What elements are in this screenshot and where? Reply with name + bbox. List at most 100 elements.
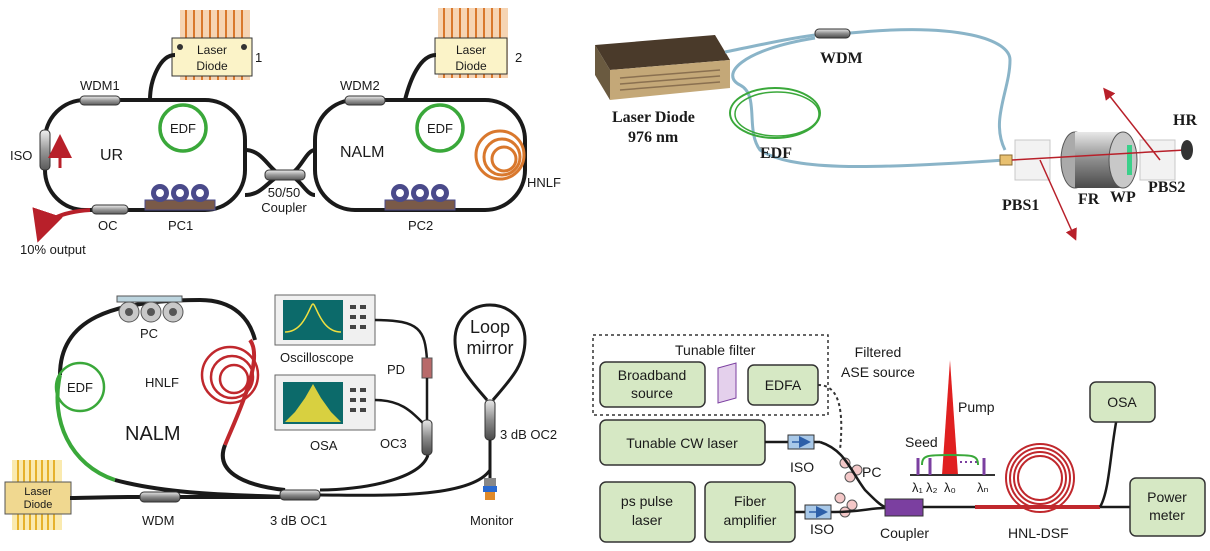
pc-d-label: PC: [862, 464, 881, 480]
laser-diode-c: [4, 460, 72, 530]
laser-diode-2-number: 2: [515, 50, 522, 65]
oc3-body: [421, 419, 433, 456]
pump-peak: [942, 360, 958, 475]
oc1-to-oc3: [319, 454, 430, 492]
pc1-paddles: [144, 184, 216, 211]
lambda-0-label: λ₀: [944, 480, 956, 495]
edf-b-coil: [729, 87, 821, 139]
hnlf-c-label: HNLF: [145, 375, 179, 390]
panel-b: Laser Diode 976 nm WDM EDF PBS1 FR WP PB…: [595, 28, 1197, 241]
output-fiber-b: [849, 28, 1012, 151]
nalm-c-label: NALM: [125, 423, 181, 445]
oc3-label: OC3: [380, 436, 407, 451]
edf-c-label: EDF: [67, 380, 93, 395]
pc1-label: PC1: [168, 218, 193, 233]
pd-label: PD: [387, 362, 405, 377]
output-label: 10% output: [20, 242, 86, 257]
iso-body: [39, 129, 51, 171]
hnlf-c-coil: [200, 345, 260, 405]
coupler-d-body: [884, 498, 924, 517]
wp-label: WP: [1110, 189, 1136, 206]
filter-element: [717, 362, 737, 404]
pc-c-paddles: [116, 295, 184, 323]
oc1-body: [279, 489, 321, 501]
laser-diode-1-number: 1: [255, 50, 262, 65]
wdm1-body: [79, 95, 121, 106]
osa-d-label: OSA: [1107, 394, 1137, 410]
laser-diode-976: [595, 35, 730, 100]
fr-cylinder-back: [1108, 131, 1138, 189]
to-osa-fiber: [1098, 411, 1120, 508]
hr-mirror: [1181, 140, 1193, 160]
wdm-b-body: [814, 28, 851, 39]
osa-c-label: OSA: [310, 438, 338, 453]
spectrum-inset: [910, 360, 995, 476]
ld1-fiber: [148, 53, 176, 101]
oc2-label: 3 dB OC2: [500, 427, 557, 442]
coupler-label-2: Coupler: [261, 200, 307, 215]
laser-diode-b-label: Laser Diode: [612, 109, 695, 126]
osa-c: [274, 374, 376, 431]
broadband-source-box: [599, 361, 706, 408]
edf-b-label: EDF: [760, 145, 792, 162]
edf-b-coil-inner: [734, 91, 820, 137]
ps-pulse-box: [599, 481, 696, 543]
seed-label: Seed: [905, 434, 938, 450]
oc1-label: 3 dB OC1: [270, 513, 327, 528]
lambda-n-label: λₙ: [977, 480, 989, 495]
osa-d-box: [1089, 381, 1156, 423]
beam-line: [1011, 149, 1186, 161]
tunable-cw-label: Tunable CW laser: [626, 435, 738, 451]
pbs2-label: PBS2: [1148, 179, 1185, 196]
ld-c-fiber: [69, 495, 141, 500]
fr-label: FR: [1078, 191, 1100, 208]
hnl-dsf-label: HNL-DSF: [1008, 525, 1069, 541]
pc-c-label: PC: [140, 326, 158, 341]
pc2-label: PC2: [408, 218, 433, 233]
collimator: [999, 154, 1013, 166]
pc2-paddles: [384, 184, 456, 211]
hnl-dsf-coil: [1005, 443, 1075, 513]
wdm2-body: [344, 95, 386, 106]
lambda-1-label: λ₁: [912, 480, 924, 495]
monitor-label: Monitor: [470, 513, 514, 528]
pbs2-cube: [1139, 139, 1176, 181]
loop-mirror-fiber: [453, 303, 527, 401]
pbs2-output-arrow: [1103, 87, 1161, 161]
nalm-loop-green: [55, 374, 116, 482]
monitor: [483, 478, 497, 500]
tunable-filter-label: Tunable filter: [675, 342, 756, 358]
iso-2-label: ISO: [810, 521, 834, 537]
edf-coil-2: [415, 103, 465, 153]
ur-ring-fiber: [43, 98, 247, 212]
power-meter-box: [1129, 477, 1206, 537]
coupler-label-1: 50/50: [268, 185, 301, 200]
pbs1-label: PBS1: [1002, 197, 1039, 214]
hr-label: HR: [1173, 112, 1197, 129]
lambda-2-label: λ₂: [926, 480, 938, 495]
ase-dotted-path: [817, 384, 843, 451]
oc2-body: [484, 399, 496, 441]
pd-body: [421, 357, 433, 379]
edf-1-label: EDF: [170, 121, 196, 136]
oc-label: OC: [98, 218, 118, 233]
oc1-to-loop: [319, 469, 492, 497]
wavelength-label: 976 nm: [628, 129, 679, 146]
edf-coil-1: [158, 103, 208, 153]
merge-fiber-bottom: [834, 506, 886, 514]
edf-2-label: EDF: [427, 121, 453, 136]
output-arrow: [32, 207, 91, 243]
